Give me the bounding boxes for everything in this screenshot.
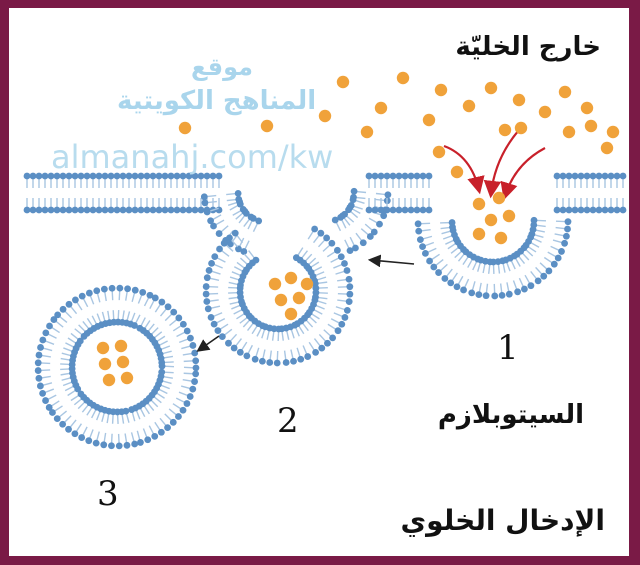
particle: [493, 192, 505, 204]
particle: [97, 342, 109, 354]
figure-frame: موقع المناهج الكويتية almanahj.com/kw خا…: [9, 8, 629, 556]
step-number-3: 3: [97, 474, 119, 514]
particle: [601, 142, 613, 154]
label-outside-cell: خارج الخليّة: [455, 32, 601, 62]
particle: [473, 198, 485, 210]
watermark-name-line2: المناهج الكويتية: [117, 86, 316, 116]
step-number-1: 1: [497, 328, 519, 368]
red-arrow-right: [505, 148, 545, 196]
red-arrow-middle: [491, 130, 519, 194]
particle: [361, 126, 373, 138]
particle: [435, 84, 447, 96]
particle: [397, 72, 409, 84]
particle: [503, 210, 515, 222]
particle: [485, 214, 497, 226]
figure-caption: الإدخال الخلوي: [401, 504, 606, 537]
particle: [473, 228, 485, 240]
particle: [513, 94, 525, 106]
arrow-to-stage-2: [371, 260, 414, 264]
particle: [563, 126, 575, 138]
watermark-site: almanahj.com/kw: [51, 138, 333, 176]
particle: [261, 120, 273, 132]
particle: [585, 120, 597, 132]
particle: [515, 122, 527, 134]
particle: [433, 146, 445, 158]
particle: [451, 166, 463, 178]
particle: [337, 76, 349, 88]
particle: [539, 106, 551, 118]
particle: [463, 100, 475, 112]
particle: [269, 278, 281, 290]
arrow-to-stage-3: [199, 336, 219, 350]
particle: [319, 110, 331, 122]
step-number-2: 2: [277, 401, 299, 441]
particle: [117, 356, 129, 368]
particle: [285, 272, 297, 284]
particle: [293, 292, 305, 304]
particle: [423, 114, 435, 126]
particle: [581, 102, 593, 114]
particle: [607, 126, 619, 138]
particle: [103, 374, 115, 386]
particle: [285, 308, 297, 320]
particle: [179, 122, 191, 134]
particle: [485, 82, 497, 94]
label-cytoplasm: السيتوبلازم: [438, 400, 584, 430]
watermark-name-line1: موقع: [191, 53, 253, 81]
particle: [499, 124, 511, 136]
particle: [99, 358, 111, 370]
particle: [559, 86, 571, 98]
particle: [275, 294, 287, 306]
particle: [301, 278, 313, 290]
particles: [97, 72, 619, 386]
particle: [495, 232, 507, 244]
particle: [115, 340, 127, 352]
particle: [375, 102, 387, 114]
particle: [121, 372, 133, 384]
